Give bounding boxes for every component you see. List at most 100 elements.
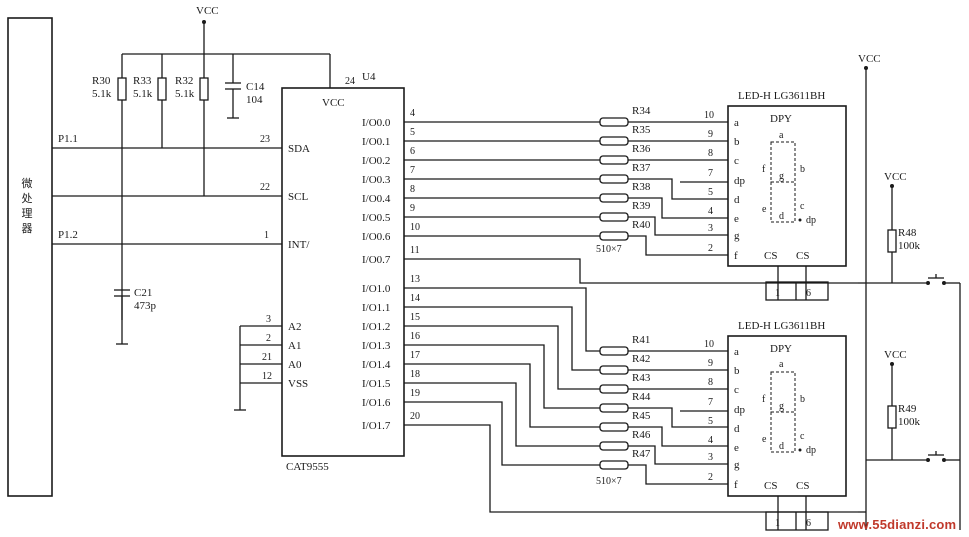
svg-text:dp: dp xyxy=(806,215,816,226)
svg-text:8: 8 xyxy=(410,184,415,195)
seven-segment-glyph-bottom: a b c d e f g dp xyxy=(762,359,816,456)
svg-text:R36: R36 xyxy=(632,143,651,155)
display-top-dpy: DPY xyxy=(770,113,792,125)
vcc-label-right: VCC xyxy=(858,53,881,65)
u4-pin-2: 2 xyxy=(266,333,271,344)
u4-pin-21: 21 xyxy=(262,352,272,363)
svg-text:I/O0.0: I/O0.0 xyxy=(362,117,391,129)
watermark: www.55dianzi.com xyxy=(838,517,957,532)
display-bottom-title: LED-H LG3611BH xyxy=(738,320,825,332)
r48-ref: R48 xyxy=(898,227,917,239)
r32-value: 5.1k xyxy=(175,88,195,100)
svg-text:e: e xyxy=(762,434,767,445)
svg-text:19: 19 xyxy=(410,388,420,399)
mcu-label: 微 处 理 器 xyxy=(18,176,36,236)
display-top-pin-names: a b c dp d e g f xyxy=(734,117,746,262)
display-bottom-cs-right: CS xyxy=(796,480,809,492)
vcc-label-r49: VCC xyxy=(884,349,907,361)
svg-text:R40: R40 xyxy=(632,219,651,231)
svg-text:4: 4 xyxy=(708,435,713,446)
svg-text:10: 10 xyxy=(410,222,420,233)
u4-vcc-label: VCC xyxy=(322,97,345,109)
mcu-char-2: 处 xyxy=(21,192,33,205)
svg-text:1: 1 xyxy=(775,518,780,529)
top-resistor-array xyxy=(599,117,629,241)
svg-text:b: b xyxy=(734,365,740,377)
svg-text:R44: R44 xyxy=(632,391,651,403)
display-bottom-pin-names: a b c dp d e g f xyxy=(734,346,746,491)
svg-text:10: 10 xyxy=(704,110,714,121)
mcu-char-1: 微 xyxy=(21,177,33,190)
net-label-p11: P1.1 xyxy=(58,133,78,145)
r30-ref: R30 xyxy=(92,75,111,87)
svg-text:9: 9 xyxy=(708,358,713,369)
resistor-r33 xyxy=(157,77,167,101)
svg-text:9: 9 xyxy=(708,129,713,140)
svg-text:R41: R41 xyxy=(632,334,650,346)
svg-text:dp: dp xyxy=(734,175,746,187)
svg-text:c: c xyxy=(734,384,739,396)
svg-text:I/O1.4: I/O1.4 xyxy=(362,359,391,371)
svg-text:R42: R42 xyxy=(632,353,650,365)
display-bottom-dpy: DPY xyxy=(770,343,792,355)
svg-text:4: 4 xyxy=(410,108,415,119)
u4-io-pin-numbers: 4 5 6 7 8 9 10 11 13 14 15 16 17 18 19 2… xyxy=(410,108,420,422)
svg-text:5: 5 xyxy=(708,416,713,427)
svg-text:6: 6 xyxy=(806,518,811,529)
display-top-pin-numbers: 10 9 8 7 5 4 3 2 xyxy=(704,110,714,254)
svg-text:I/O0.6: I/O0.6 xyxy=(362,231,391,243)
c21-ref: C21 xyxy=(134,287,152,299)
svg-text:a: a xyxy=(734,117,739,129)
u4-pin-23: 23 xyxy=(260,134,270,145)
r33-ref: R33 xyxy=(133,75,152,87)
svg-text:8: 8 xyxy=(708,148,713,159)
top-resistor-refs: R34 R35 R36 R37 R38 R39 R40 xyxy=(632,105,651,231)
svg-text:c: c xyxy=(734,155,739,167)
svg-text:9: 9 xyxy=(410,203,415,214)
seven-segment-glyph-top: a b c d e f g dp xyxy=(762,130,816,226)
bottom-res-array-value: 510×7 xyxy=(596,476,622,487)
svg-text:I/O1.2: I/O1.2 xyxy=(362,321,390,333)
display-top xyxy=(727,105,847,267)
svg-text:I/O1.3: I/O1.3 xyxy=(362,340,391,352)
svg-text:5: 5 xyxy=(410,127,415,138)
svg-text:I/O0.4: I/O0.4 xyxy=(362,193,391,205)
display-bottom-cs-pins xyxy=(765,511,829,531)
bottom-segment-wires xyxy=(404,287,858,513)
svg-text:16: 16 xyxy=(410,331,420,342)
svg-text:I/O1.0: I/O1.0 xyxy=(362,283,391,295)
svg-text:5: 5 xyxy=(708,187,713,198)
svg-text:18: 18 xyxy=(410,369,420,380)
resistor-r48 xyxy=(887,229,897,253)
svg-text:7: 7 xyxy=(708,168,713,179)
c14-value: 104 xyxy=(246,94,263,106)
svg-text:I/O1.1: I/O1.1 xyxy=(362,302,390,314)
svg-text:d: d xyxy=(734,423,740,435)
svg-text:I/O0.3: I/O0.3 xyxy=(362,174,391,186)
svg-text:I/O0.7: I/O0.7 xyxy=(362,254,391,266)
svg-text:R46: R46 xyxy=(632,429,651,441)
u4-io-labels: I/O0.0 I/O0.1 I/O0.2 I/O0.3 I/O0.4 I/O0.… xyxy=(362,117,391,432)
mcu-block xyxy=(7,17,53,497)
svg-text:R34: R34 xyxy=(632,105,651,117)
svg-text:b: b xyxy=(800,164,805,175)
display-bottom-pin-numbers: 10 9 8 7 5 4 3 2 xyxy=(704,339,714,483)
display-bottom-cs-left: CS xyxy=(764,480,777,492)
svg-text:R45: R45 xyxy=(632,410,651,422)
svg-text:7: 7 xyxy=(410,165,415,176)
u4-pin-int: INT/ xyxy=(288,239,310,251)
svg-text:10: 10 xyxy=(704,339,714,350)
svg-text:g: g xyxy=(779,401,784,412)
svg-text:a: a xyxy=(779,130,784,141)
u4-pin-vss: VSS xyxy=(288,378,308,390)
c14-ref: C14 xyxy=(246,81,265,93)
svg-text:a: a xyxy=(779,359,784,370)
svg-text:7: 7 xyxy=(708,397,713,408)
svg-text:d: d xyxy=(779,441,784,452)
svg-text:c: c xyxy=(800,201,805,212)
u4-pin-3: 3 xyxy=(266,314,271,325)
resistor-r30 xyxy=(117,77,127,101)
svg-text:I/O0.1: I/O0.1 xyxy=(362,136,390,148)
r32-ref: R32 xyxy=(175,75,193,87)
